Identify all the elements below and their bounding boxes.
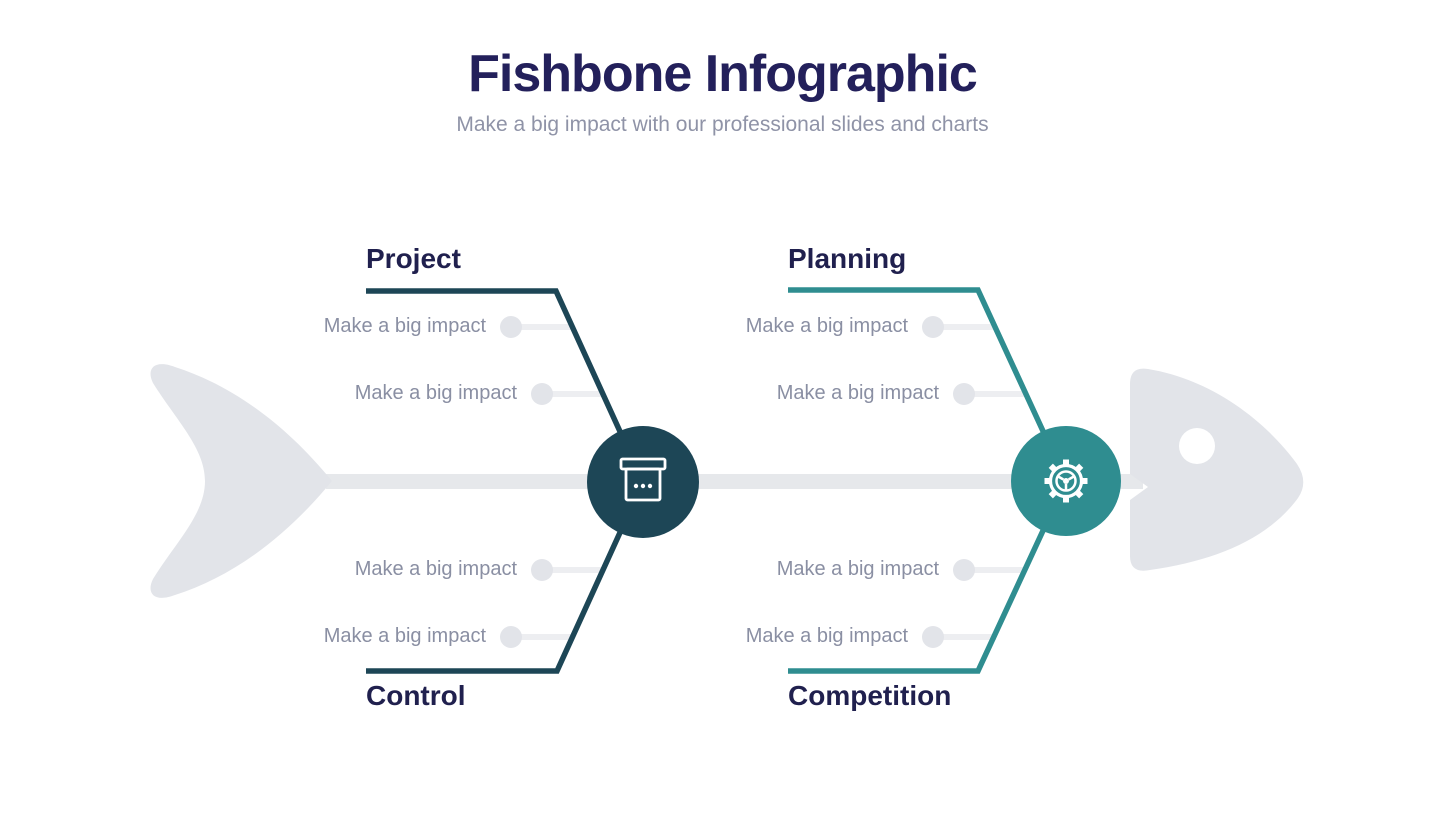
branch-label-planning: Planning <box>788 243 907 274</box>
fish-tail-shape <box>150 364 332 598</box>
fish-head-shape <box>1130 368 1304 571</box>
branch-line-competition <box>788 479 1069 674</box>
branch-label-control: Control <box>366 680 466 711</box>
item-dot <box>531 383 553 405</box>
item-dot <box>922 316 944 338</box>
archive-box-icon <box>619 457 667 502</box>
fish-spine-line <box>326 474 1143 489</box>
branch-item-label: Make a big impact <box>323 625 486 647</box>
steering-gear-icon <box>1044 459 1088 503</box>
fish-eye <box>1179 428 1215 464</box>
branch-item-label: Make a big impact <box>354 558 517 580</box>
branch-line-project <box>366 288 646 484</box>
page-title: Fishbone Infographic <box>468 45 978 103</box>
page-subtitle: Make a big impact with our professional … <box>456 113 989 136</box>
item-dot <box>500 626 522 648</box>
branch-line-control <box>366 480 646 674</box>
item-dot <box>953 559 975 581</box>
item-dots <box>500 316 975 648</box>
item-dot <box>531 559 553 581</box>
branch-item-label: Make a big impact <box>323 315 486 337</box>
item-dot <box>922 626 944 648</box>
branch-item-label: Make a big impact <box>776 558 939 580</box>
item-dot <box>953 383 975 405</box>
item-dot <box>500 316 522 338</box>
branch-item-label: Make a big impact <box>776 382 939 404</box>
branch-item-label: Make a big impact <box>745 625 908 647</box>
project-node-circle <box>587 426 699 538</box>
branch-line-planning <box>788 287 1069 483</box>
branch-label-competition: Competition <box>788 680 952 711</box>
branch-item-label: Make a big impact <box>354 382 517 404</box>
branch-label-project: Project <box>366 243 461 274</box>
branch-item-label: Make a big impact <box>745 315 908 337</box>
